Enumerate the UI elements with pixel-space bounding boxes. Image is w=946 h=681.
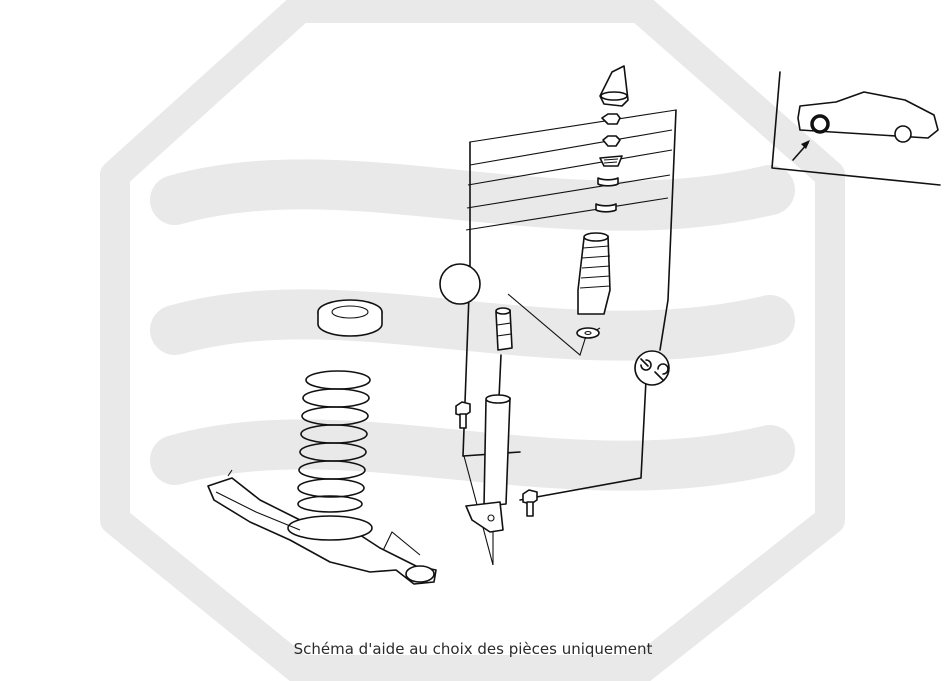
coil-spring: [297, 370, 371, 513]
strut-panel: [375, 109, 677, 566]
bolt-lower: [522, 489, 538, 517]
rod-bumper: [495, 307, 513, 351]
dust-boot: [576, 232, 611, 339]
top-mount-stack: [595, 65, 629, 213]
watermark-logo: [100, 0, 845, 681]
car-locator-icon: [771, 71, 941, 186]
shock-absorber: [465, 354, 511, 533]
arrow-icon: [792, 140, 810, 161]
spring-seat: [317, 299, 383, 337]
diagram-caption: Schéma d'aide au choix des pièces unique…: [293, 640, 653, 658]
lower-control-arm: [207, 469, 437, 585]
bolt-upper: [455, 401, 471, 429]
wrench-icon: [634, 350, 670, 386]
